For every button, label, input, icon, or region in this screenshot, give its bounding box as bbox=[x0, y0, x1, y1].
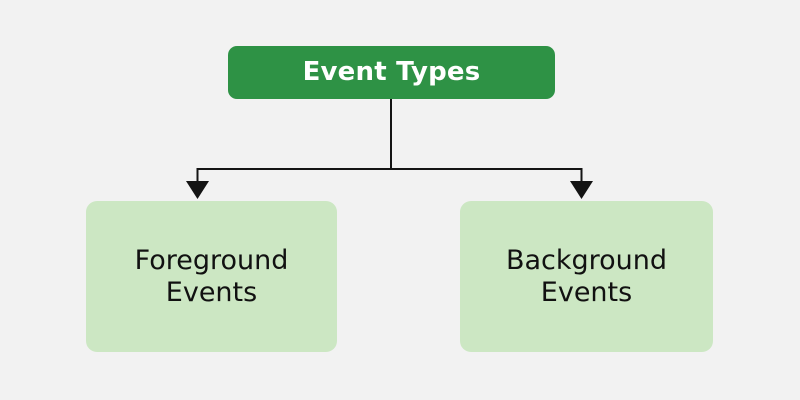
child-node-foreground-events-label: Foreground Events bbox=[134, 244, 289, 308]
child-node-background-events[interactable]: Background Events bbox=[460, 201, 713, 352]
child-node-foreground-events[interactable]: Foreground Events bbox=[86, 201, 337, 352]
arrowhead-left-icon bbox=[186, 181, 209, 199]
child-node-background-events-label: Background Events bbox=[505, 244, 668, 308]
root-node-event-types[interactable]: Event Types bbox=[228, 46, 555, 99]
root-node-label: Event Types bbox=[302, 57, 481, 88]
arrowhead-right-icon bbox=[570, 181, 593, 199]
